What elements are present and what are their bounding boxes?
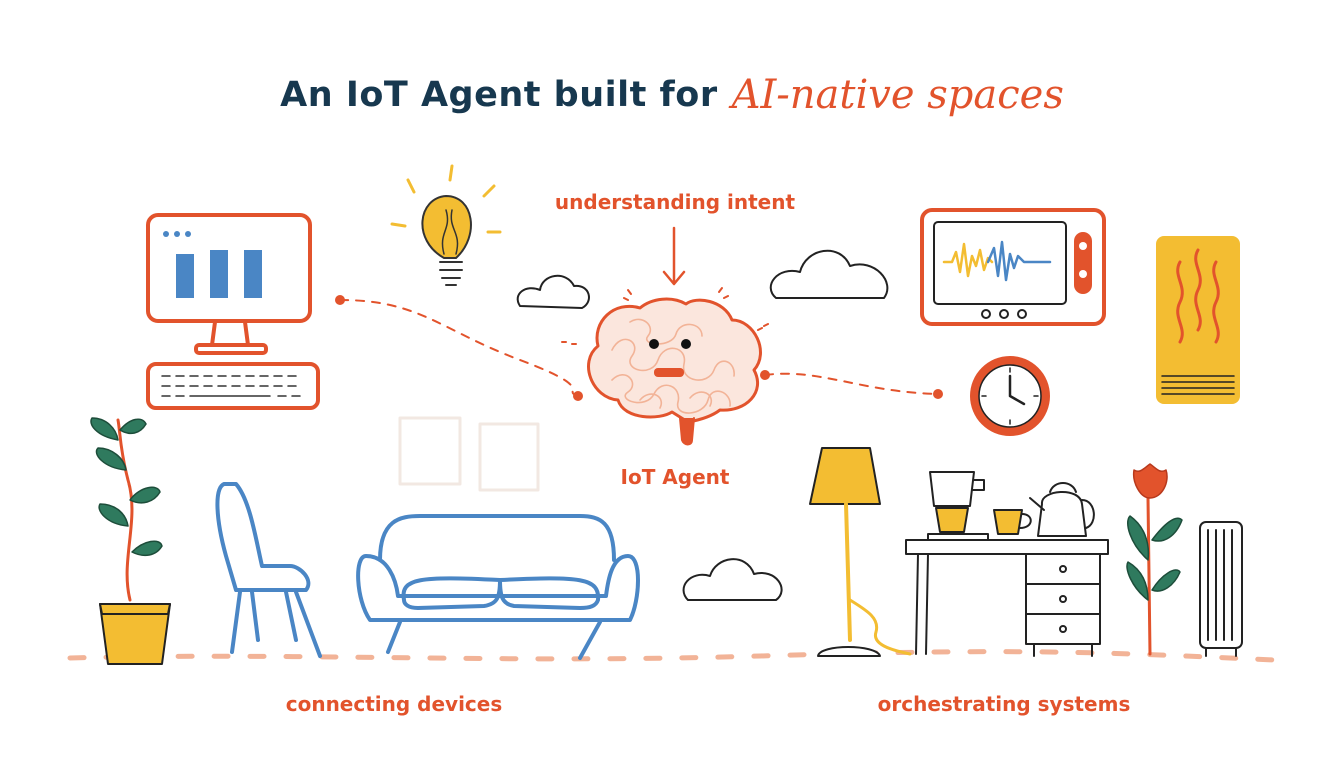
- connector-right: [760, 370, 943, 399]
- radiator-icon: [1199, 521, 1243, 657]
- floor-line: [67, 649, 1278, 663]
- floor-lamp-icon: [809, 447, 912, 657]
- desktop-computer-icon: [146, 213, 312, 355]
- keyboard-icon: [146, 362, 320, 410]
- chair-icon: [215, 482, 322, 658]
- heater-panel-icon: [1156, 236, 1240, 404]
- connector-left: [335, 295, 583, 401]
- label-orchestrating-systems: orchestrating systems: [877, 692, 1131, 716]
- monitor-waveform-icon: [920, 208, 1106, 326]
- light-bulb-icon: [390, 164, 502, 286]
- wall-clock-icon: [970, 356, 1050, 436]
- label-understanding-intent: understanding intent: [554, 190, 796, 214]
- label-connecting-devices: connecting devices: [285, 692, 503, 716]
- potted-plant-icon: [90, 417, 171, 665]
- page-title: An IoT Agent built for AI-native spaces: [0, 72, 1344, 118]
- mug-icon: [993, 509, 1032, 535]
- kettle-icon: [1029, 482, 1095, 537]
- brain-icon: [561, 287, 769, 446]
- intent-arrow: [662, 226, 686, 286]
- picture-frame-icon: [398, 416, 462, 486]
- title-main: An IoT Agent built for: [280, 75, 718, 115]
- cloud-icon: [682, 558, 783, 601]
- coffee-maker-icon: [927, 471, 989, 541]
- cloud-icon: [516, 275, 590, 309]
- cloud-icon: [769, 249, 889, 299]
- desk-icon: [905, 539, 1109, 657]
- title-script: AI-native spaces: [731, 72, 1064, 118]
- picture-frame-icon: [478, 422, 540, 492]
- sofa-icon: [356, 514, 640, 660]
- label-iot-agent: IoT Agent: [620, 465, 730, 489]
- flower-icon: [1126, 463, 1183, 656]
